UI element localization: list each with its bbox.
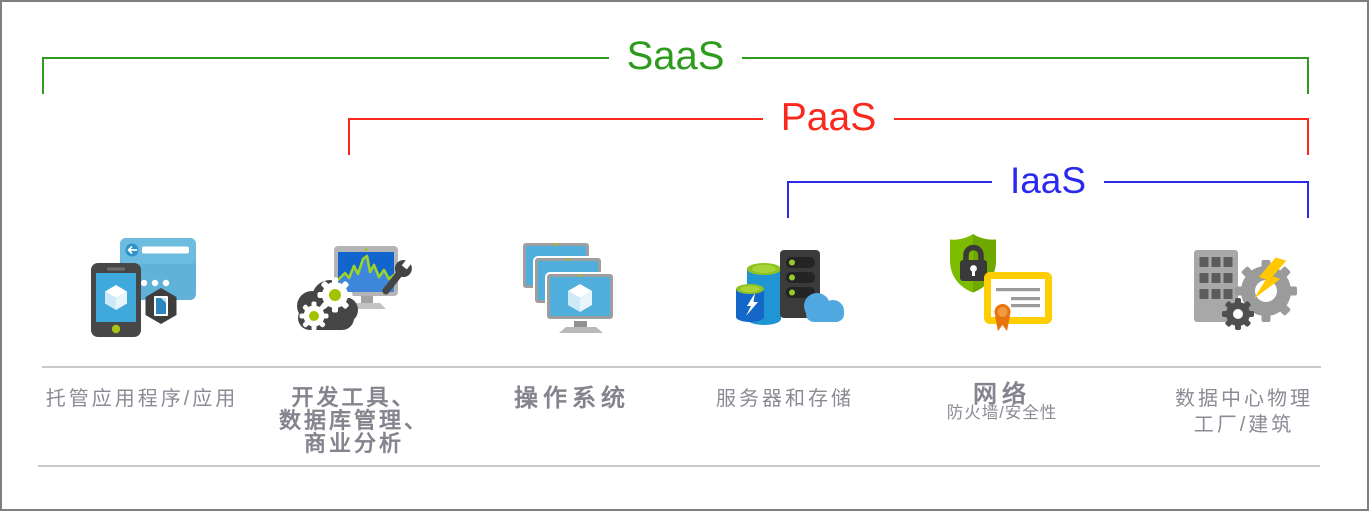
saas-bracket: SaaS (42, 34, 1310, 94)
column-label-datacenter: 数据中心物理工厂/建筑 (1175, 386, 1313, 438)
hosted-apps-icon (91, 238, 196, 337)
gear-small (299, 301, 329, 331)
saas-bracket-line-right (742, 57, 1310, 59)
column-label-dev-tools: 开发工具、数据库管理、商业分析 (278, 385, 430, 456)
label-line: 服务器和存储 (716, 388, 854, 410)
vm-monitor-front (545, 272, 615, 333)
paas-bracket-leg-right (1307, 118, 1309, 155)
iaas-bracket-leg-right (1307, 181, 1309, 218)
smartphone (91, 263, 141, 337)
column-label-hosted-apps: 托管应用程序/应用 (46, 386, 239, 412)
servers-storage-icon (736, 250, 844, 325)
saas-label: SaaS (626, 34, 725, 78)
ribbon-seal (994, 304, 1011, 331)
cloud-gears (297, 277, 358, 331)
app-package-hexagon (145, 288, 177, 324)
gear-large (1235, 260, 1297, 322)
network-security-icon (950, 234, 1052, 331)
bottom-divider (38, 465, 1320, 467)
saas-bracket-leg-right (1307, 57, 1309, 94)
label-line: 操作系统 (514, 385, 630, 412)
certificate (984, 272, 1052, 331)
label-line: 网络 (973, 381, 1031, 408)
operating-system-icon (521, 241, 615, 333)
wrench-icon (382, 257, 414, 295)
label-line: 商业分析 (303, 430, 405, 456)
paas-label: PaaS (780, 95, 877, 139)
lightning-bolt (746, 293, 758, 316)
gear-small (1222, 298, 1254, 330)
label-line: 防火墙/安全性 (946, 404, 1058, 422)
label-line: 工厂/建筑 (1193, 414, 1295, 436)
label-line: 开发工具、 (291, 385, 417, 410)
dev-tools-icon (297, 246, 414, 331)
saas-bracket-line-left (42, 57, 609, 59)
padlock-icon (960, 244, 987, 281)
lightning-bolt (1253, 257, 1287, 299)
analytics-monitor (334, 246, 398, 309)
paas-bracket-line-left (348, 118, 763, 120)
iaas-bracket-line-left (787, 181, 992, 183)
label-line: 托管应用程序/应用 (45, 388, 239, 410)
paas-bracket-leg-left (348, 118, 350, 155)
label-line: 数据库管理、 (278, 407, 430, 433)
database-cylinder-small (736, 284, 764, 322)
iaas-bracket-leg-left (787, 181, 789, 218)
top-divider (42, 366, 1321, 368)
paas-bracket-line-right (894, 118, 1309, 120)
column-label-operating-system: 操作系统 (514, 387, 630, 411)
saas-bracket-leg-left (42, 57, 44, 94)
iaas-label: IaaS (1009, 159, 1087, 201)
iaas-bracket-line-right (1104, 181, 1309, 183)
datacenter-physical-icon (1194, 250, 1297, 330)
iaas-bracket: IaaS (787, 158, 1309, 218)
column-label-servers-storage: 服务器和存储 (716, 386, 854, 412)
paas-bracket: PaaS (348, 95, 1309, 155)
cloud (804, 293, 844, 322)
column-label-network-security: 网络防火墙/安全性 (946, 381, 1058, 423)
label-line: 数据中心物理 (1175, 388, 1313, 410)
gear-large (317, 277, 353, 313)
